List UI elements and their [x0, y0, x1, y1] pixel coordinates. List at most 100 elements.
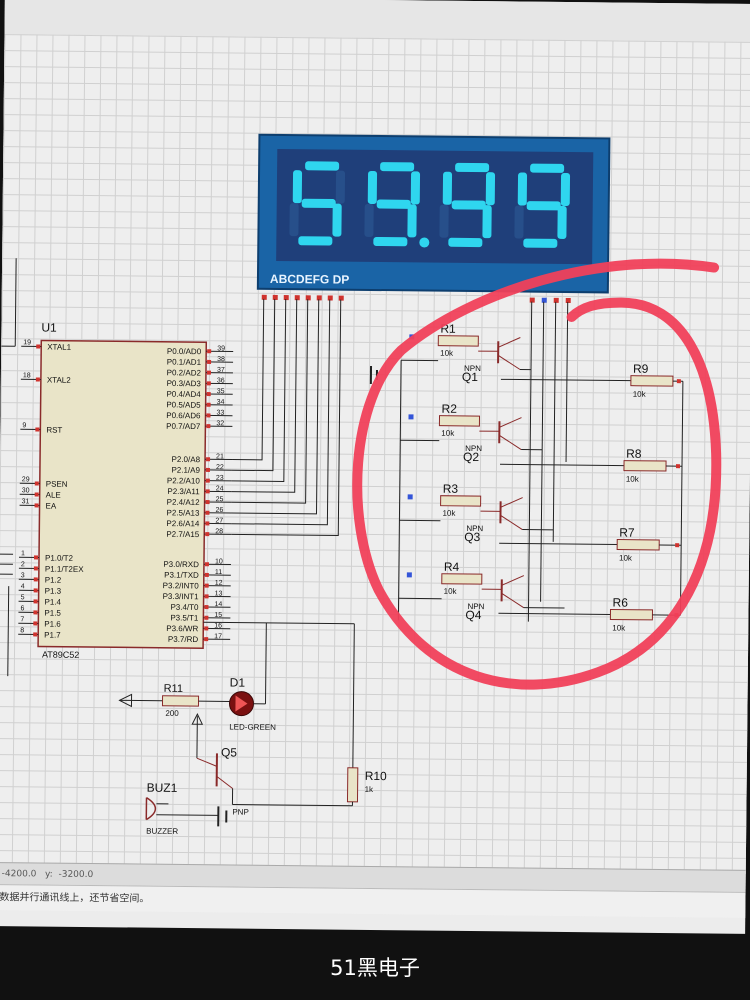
pin-number: 4 — [21, 583, 25, 590]
pin-marker — [33, 632, 38, 637]
mcu-body — [37, 339, 208, 649]
load-resistor[interactable] — [623, 460, 667, 472]
segment-a — [530, 163, 565, 173]
r10-body[interactable] — [346, 767, 359, 803]
pin-name: P0.7/AD7 — [166, 422, 201, 431]
bus-wire — [232, 298, 265, 461]
base-resistor[interactable] — [438, 415, 481, 427]
pin-name: P2.1/A9 — [171, 466, 200, 475]
r11-ref: R11 — [164, 683, 183, 695]
wire — [500, 378, 631, 382]
bus-wire — [231, 299, 287, 482]
pin-name: P3.3/INT1 — [163, 592, 200, 601]
load-resistor[interactable] — [630, 375, 674, 387]
base-resistor-ref: R4 — [444, 560, 460, 574]
segment-d — [373, 237, 408, 247]
pin-number: 14 — [214, 601, 222, 608]
load-resistor-ref: R6 — [612, 595, 628, 609]
base-resistor[interactable] — [440, 495, 482, 507]
segment-g — [376, 199, 411, 209]
terminal-arrow-icon — [118, 693, 133, 708]
bus-wire — [231, 299, 331, 526]
pin-name: P2.6/A14 — [166, 519, 200, 528]
pin-marker — [408, 414, 414, 420]
segment-d — [298, 236, 333, 246]
pin-marker — [205, 478, 210, 483]
pin-number: 28 — [215, 528, 223, 535]
pin-marker — [675, 543, 680, 548]
mcu-part: AT89C52 — [42, 650, 79, 660]
pin-name: P1.3 — [45, 587, 62, 596]
wire — [679, 381, 684, 616]
pin-marker — [204, 626, 209, 631]
wire — [264, 622, 267, 704]
transistor-type: NPN — [465, 444, 482, 453]
display-pin — [305, 295, 311, 301]
pin-marker — [33, 588, 38, 593]
pin-marker — [205, 521, 210, 526]
pin-marker — [33, 577, 38, 582]
pin-name: P3.5/T1 — [170, 613, 199, 622]
base-resistor[interactable] — [437, 335, 479, 347]
pin-name: P2.0/A8 — [172, 455, 201, 464]
pin-name: P1.0/T2 — [45, 554, 74, 563]
left-edge-wires — [0, 258, 17, 677]
pin-number: 12 — [215, 580, 223, 587]
segment-a — [455, 162, 490, 173]
segment-c — [407, 204, 417, 238]
transistor-type: NPN — [467, 602, 484, 611]
collector-lead — [499, 417, 522, 428]
display-pin — [316, 295, 322, 301]
pin-marker — [34, 481, 39, 486]
message-text: 数据并行通讯线上，还节省空间。 — [0, 892, 150, 905]
coord-y: -3200.0 — [58, 869, 94, 881]
pin-name: P2.2/A10 — [167, 476, 201, 485]
r11-body[interactable] — [161, 695, 200, 707]
pin-name: P3.6/WR — [166, 624, 198, 633]
pin-marker — [205, 489, 210, 494]
r11-value: 200 — [165, 709, 179, 718]
highlight-circle — [352, 258, 722, 690]
display-pin — [261, 294, 267, 300]
load-resistor-ref: R8 — [626, 447, 642, 461]
pin-number: 17 — [214, 633, 222, 640]
display-pin — [283, 295, 289, 301]
pin-name: P3.1/TXD — [164, 570, 199, 579]
pin-name: P2.7/A15 — [166, 530, 200, 539]
pin-marker — [33, 566, 38, 571]
segment-b — [410, 171, 421, 205]
pin-number: 7 — [20, 616, 24, 623]
segment-c — [482, 205, 492, 239]
segment-c — [332, 203, 342, 237]
pin-number: 27 — [215, 518, 223, 525]
seven-segment-display[interactable]: ABCDEFG DP — [256, 133, 611, 304]
pin-marker — [33, 555, 39, 560]
transistor-ref: Q3 — [464, 530, 480, 544]
pin-number: 26 — [215, 507, 223, 514]
pin-marker — [675, 464, 681, 469]
pin-number: 8 — [20, 627, 24, 634]
buzzer-icon[interactable] — [145, 796, 157, 821]
load-resistor[interactable] — [616, 539, 660, 551]
pin-marker — [207, 349, 212, 354]
pin-marker — [34, 503, 39, 508]
pin-number: 33 — [216, 410, 224, 417]
transistor-ref: Q4 — [465, 608, 481, 622]
load-resistor[interactable] — [609, 608, 654, 621]
pin-marker — [205, 532, 210, 537]
pin-number: 23 — [216, 475, 224, 482]
r10-ref: R10 — [365, 769, 387, 783]
display-digits — [289, 161, 571, 248]
pin-name: P2.3/A11 — [167, 487, 200, 496]
q5-collector — [216, 775, 233, 789]
collector-lead — [501, 575, 525, 586]
base-resistor[interactable] — [441, 573, 483, 585]
emitter-lead — [500, 514, 523, 530]
pin-name: P0.3/AD3 — [167, 379, 202, 388]
pin-number: 10 — [215, 558, 223, 565]
wire — [498, 612, 611, 615]
coord-y-label: y: — [44, 869, 53, 880]
